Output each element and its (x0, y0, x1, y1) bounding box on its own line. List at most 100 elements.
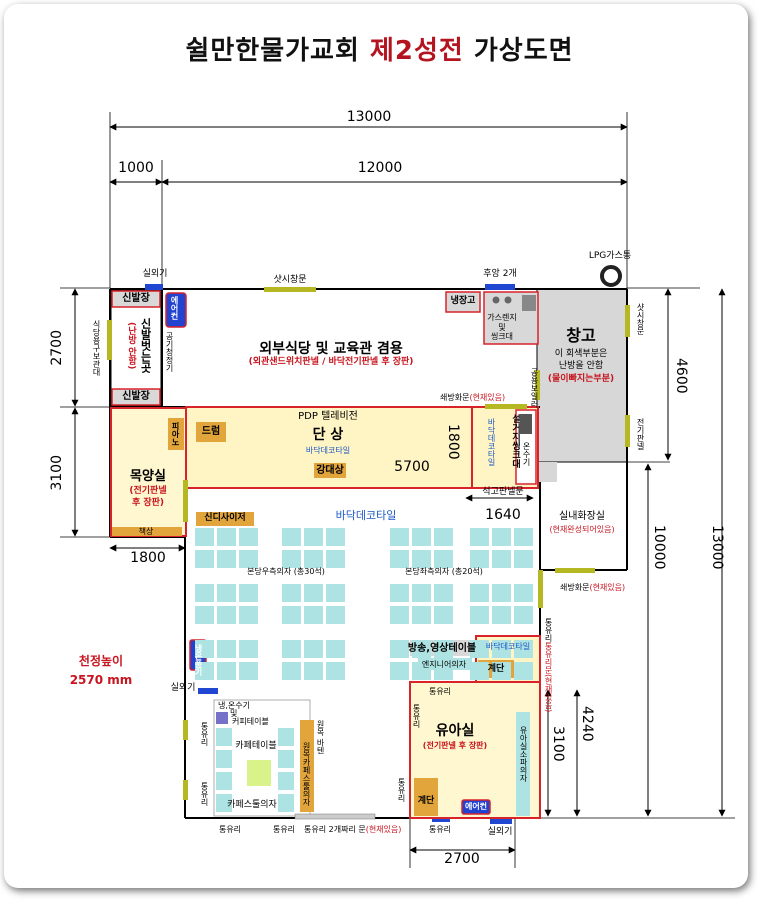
pew-seat (470, 528, 489, 546)
dim-left-width: 1000 (118, 160, 154, 176)
pew-seat (434, 528, 453, 546)
stage-label: 단 상 (312, 427, 344, 443)
pew-seat (282, 584, 301, 602)
purifier-label: 공기청정기 (165, 332, 174, 372)
shoe-note: (난방 안함) (126, 322, 136, 370)
pew-seat (217, 584, 236, 602)
dim-4600: 4600 (673, 358, 689, 394)
floor-tile-2: 바닥데코타일 (485, 642, 531, 651)
cafe-fridge-3: 커피테이블 (232, 717, 269, 726)
rest-unused-label: 식당용구보관대 (92, 320, 101, 376)
piano-label: 피아노 (171, 422, 180, 446)
sliding-door-mid: 쇄방화문(현재있음) (560, 583, 626, 592)
pew-seat (390, 550, 409, 568)
lpg-label: LPG가스통 (588, 251, 632, 261)
pew-seat (304, 550, 323, 568)
pastor-note-2: 후 장판) (131, 498, 165, 508)
aircon-label: 에어컨 (170, 296, 179, 320)
dim-total-width: 13000 (346, 109, 392, 125)
nursery-bench-label: 유아실소파의자 (519, 726, 528, 782)
pew-seat (304, 640, 323, 658)
pew-seat (195, 584, 214, 602)
pew-seat (326, 640, 345, 658)
pew-seat (239, 662, 258, 680)
cafe-chair (278, 772, 294, 790)
shoe-rack-bottom: 신발장 (122, 391, 150, 402)
storage-note-3: (물이빠지는부분) (547, 374, 615, 384)
broadcast-table-label: 방송,영상테이블 (407, 643, 477, 654)
pews-right-label: 본당우측의자 (총30석) (247, 567, 325, 576)
pew-seat (239, 528, 258, 546)
dim-13000-v: 13000 (709, 525, 725, 570)
pew-seat (217, 528, 236, 546)
pew-seat (470, 606, 489, 624)
pew-seat (514, 640, 533, 658)
dim-right-width: 12000 (357, 160, 403, 176)
pew-seat (514, 606, 533, 624)
glass-bottom-4: 통유리 (428, 825, 452, 834)
pew-seat (390, 640, 409, 658)
burner-label: 후앙 2개 (483, 269, 517, 279)
bookshelf-label: 책상 (138, 527, 154, 536)
glass-v2-label: 통유리 (200, 722, 209, 746)
pew-seat (239, 584, 258, 602)
dim-2700: 2700 (49, 330, 65, 366)
pew-seat (492, 550, 511, 568)
pew-seat (304, 662, 323, 680)
pew-seat (195, 606, 214, 624)
pew-seat (304, 584, 323, 602)
dim-10000: 10000 (651, 525, 667, 570)
glass-door-v: 통유리통유리문(현재있음) (544, 618, 553, 713)
pew-seat (412, 528, 431, 546)
dim-4240: 4240 (579, 706, 595, 742)
cafe-fridge-2: 및 (230, 709, 238, 718)
cafe-chair (216, 772, 232, 790)
sash-right-label: 샷시창문 (636, 303, 645, 335)
pew-seat (390, 662, 409, 680)
dim-3100b: 3100 (550, 726, 566, 762)
boiler-side-label: 공용보일러 (530, 368, 539, 408)
floor-tile-label: 바닥데코타일 (335, 509, 397, 522)
floor-tile-v: 바닥데코타일 (487, 418, 496, 466)
pew-seat (282, 550, 301, 568)
sliding-door-top: 쇄방화문(현재있음) (440, 393, 506, 402)
shoe-rack-top: 신발장 (122, 293, 150, 304)
storage-note-2: 난방을 안함 (558, 361, 604, 371)
drum-label: 드럼 (201, 426, 221, 437)
pew-seat (239, 550, 258, 568)
cafe-chair (216, 750, 232, 768)
sash-window-top: 샷시창문 (273, 275, 307, 285)
pew-seat (217, 550, 236, 568)
cafe-bench-label: 카페스툴의자 (227, 800, 277, 810)
title-accent: 제2성전 (369, 36, 464, 66)
dim-1800: 1800 (130, 550, 166, 566)
pew-seat (239, 640, 258, 658)
nursery-note: (전기판넬 후 장판) (422, 741, 488, 750)
pew-seat (326, 550, 345, 568)
pew-seat (514, 528, 533, 546)
pew-seat (492, 640, 511, 658)
synthesizer-label: 신디사이저 (204, 513, 246, 523)
nursery-title: 유아실 (435, 723, 475, 739)
pew-seat (412, 640, 431, 658)
pew-seat (282, 606, 301, 624)
pew-seat (434, 640, 453, 658)
dim-2700b: 2700 (444, 851, 480, 867)
pew-seat (195, 640, 214, 658)
cafe-chair (216, 794, 232, 812)
page-title: 쉴만한물가교회 제2성전 가상도면 (185, 36, 574, 66)
cafe-chair (278, 794, 294, 812)
pew-seat (195, 662, 214, 680)
glass-v1-label: 통유리 (397, 778, 406, 802)
pew-seat (326, 662, 345, 680)
dining-title: 외부식당 및 교육관 겸용 (259, 341, 403, 357)
pew-seat (434, 662, 453, 680)
glass-n-label: 통유리 (412, 704, 421, 728)
pew-seat (195, 550, 214, 568)
pew-seat (514, 662, 533, 680)
pew-seat (470, 640, 489, 658)
pew-seat (239, 606, 258, 624)
pew-seat (326, 528, 345, 546)
ceiling-value: 2570 mm (69, 673, 133, 687)
pew-seat (326, 584, 345, 602)
